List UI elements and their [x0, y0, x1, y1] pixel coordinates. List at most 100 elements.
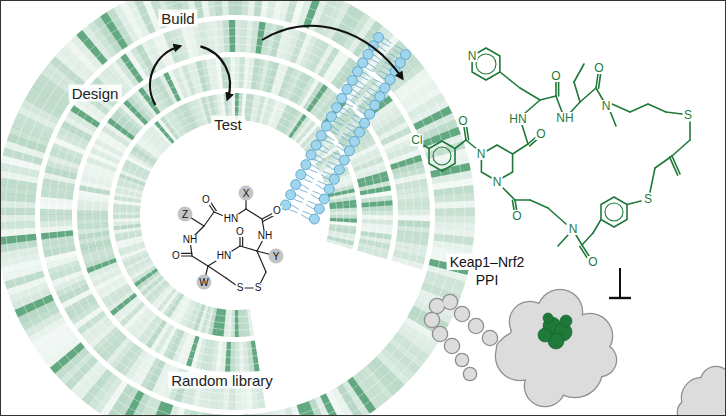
protein-body	[483, 331, 497, 345]
lipid-head	[337, 93, 347, 103]
protein-body	[469, 319, 483, 333]
library-scaffold	[176, 193, 278, 288]
bound-ligand	[543, 313, 553, 323]
atom-label: HN	[223, 214, 239, 224]
bond	[596, 74, 598, 88]
library-ring-segment	[220, 0, 229, 15]
protein-surface	[424, 289, 726, 416]
aromatic-ring	[433, 147, 451, 165]
atom-label: N	[476, 148, 487, 160]
cycle-arrow	[150, 46, 180, 105]
lipid-head	[316, 131, 326, 141]
atom-label: O	[171, 251, 181, 261]
lipid-head	[352, 67, 362, 77]
lipid-head	[344, 146, 354, 156]
ring-track	[85, 65, 386, 366]
atom-label: S	[236, 283, 245, 293]
lipid-head	[339, 155, 349, 165]
bond	[204, 212, 214, 226]
target-label: Keap1–Nrf2	[447, 254, 528, 270]
protein-outline	[468, 318, 485, 335]
atom-label: O	[550, 70, 561, 82]
atom-label: O	[587, 256, 598, 268]
bond	[464, 127, 466, 140]
bond	[455, 140, 466, 149]
protein-body	[525, 366, 565, 406]
stage-label: Test	[211, 116, 245, 133]
bond	[530, 139, 538, 146]
lipid-head	[311, 140, 321, 150]
inhibition-bar	[609, 268, 631, 298]
lipid-head	[306, 150, 316, 160]
protein-body	[455, 307, 469, 321]
bond	[582, 233, 593, 245]
atom-label: O	[535, 128, 546, 140]
bond	[672, 140, 690, 156]
atom-label: O	[593, 62, 604, 74]
bond	[580, 246, 587, 257]
lipid-head	[354, 127, 364, 137]
protein-body	[706, 386, 726, 416]
bond	[558, 82, 560, 96]
bond	[467, 127, 469, 140]
library-ring-segment	[254, 413, 265, 416]
atom-label: O	[235, 227, 245, 237]
aromatic-ring	[605, 203, 623, 221]
bond	[599, 74, 601, 88]
atom-label: S	[683, 109, 693, 121]
protein-outline	[455, 353, 470, 368]
bond	[610, 111, 616, 126]
lipid-head	[314, 204, 324, 214]
bond	[627, 201, 641, 205]
protein-outline	[482, 330, 499, 347]
protein-body	[464, 368, 476, 380]
bond	[555, 82, 557, 96]
ring-track	[15, 0, 455, 416]
protein-body	[445, 339, 459, 353]
stage-label: Design	[69, 85, 122, 102]
bond	[670, 157, 678, 175]
ring-track	[133, 113, 337, 317]
atom-label: HN	[216, 251, 232, 261]
residue-variable: Y	[269, 249, 284, 264]
lipid-head	[301, 160, 311, 170]
bond	[513, 144, 528, 154]
macrocycle-structure	[423, 48, 690, 257]
bond	[630, 104, 648, 112]
bound-ligand	[538, 328, 552, 342]
residue-variable: Z	[178, 207, 193, 222]
lipid-head	[342, 84, 352, 94]
ring-bond	[429, 141, 455, 171]
bond	[522, 125, 528, 144]
atom-label: HN	[508, 113, 527, 125]
library-ring-segment	[205, 0, 216, 17]
bond	[548, 208, 566, 224]
lipid-head	[360, 118, 370, 128]
protein-body	[430, 299, 444, 313]
bond	[689, 122, 691, 140]
target-label: PPI	[473, 272, 502, 288]
ring-track	[93, 73, 378, 358]
bond	[580, 88, 596, 102]
lipid-head	[358, 58, 368, 68]
bond	[650, 168, 655, 192]
lipid-head	[334, 165, 344, 175]
bond	[576, 235, 582, 245]
bond	[648, 104, 666, 112]
bond	[208, 266, 226, 278]
bond	[257, 251, 266, 272]
lipid-head	[281, 200, 291, 210]
library-rings	[0, 0, 475, 416]
lipid-head	[370, 100, 380, 110]
protein-body	[497, 340, 513, 356]
protein-outline	[432, 326, 449, 343]
ring-track	[127, 107, 344, 324]
bond	[240, 246, 257, 251]
lipid-head	[349, 136, 359, 146]
lipid-head	[324, 184, 334, 194]
protein-body	[433, 327, 447, 341]
lipid-head	[329, 174, 339, 184]
protein-outline	[424, 312, 441, 329]
